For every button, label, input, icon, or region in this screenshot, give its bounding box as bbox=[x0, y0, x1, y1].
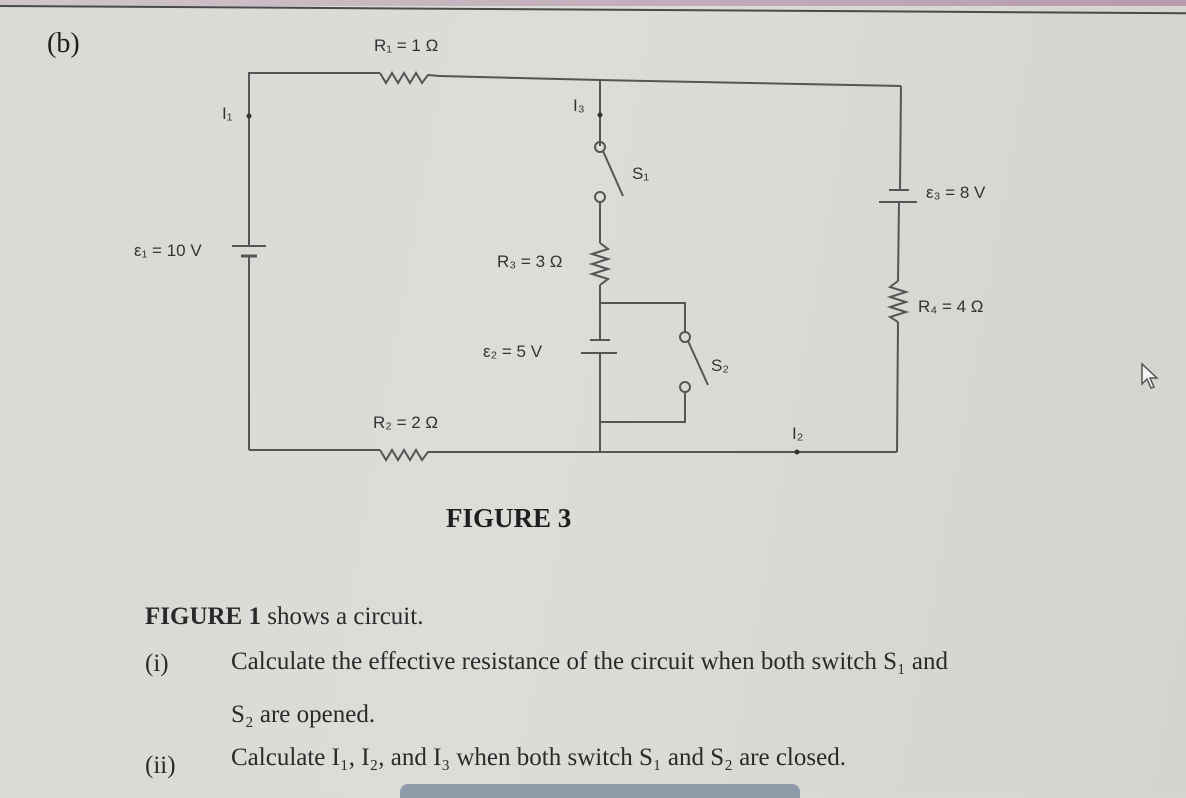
i2-label: I₂ bbox=[792, 424, 804, 443]
screen-top-edge bbox=[0, 0, 1186, 6]
s1-label: S₁ bbox=[632, 164, 650, 183]
r2-label: R₂ = 2 Ω bbox=[373, 413, 439, 432]
figure-caption: FIGURE 3 bbox=[446, 503, 572, 533]
r1-resistor-wire bbox=[248, 71, 902, 87]
figure-ref: FIGURE 1 bbox=[145, 603, 261, 630]
bottom-overlay-bar bbox=[400, 784, 800, 798]
s2-label: S₂ bbox=[711, 356, 729, 375]
e1-battery-branch bbox=[232, 73, 266, 450]
question-i-line2: S₂ are opened. bbox=[231, 701, 376, 728]
circuit-diagram bbox=[232, 71, 917, 462]
part-label: (b) bbox=[47, 28, 80, 59]
question-ii-line1: Calculate I₁, I₂, and I₃ when both switc… bbox=[231, 744, 846, 771]
r1-label: R₁ = 1 Ω bbox=[374, 36, 439, 55]
e2-label: ε₂ = 5 V bbox=[483, 342, 543, 361]
e3-label: ε₃ = 8 V bbox=[926, 183, 986, 202]
middle-branch bbox=[581, 80, 709, 452]
question-ii-number: (ii) bbox=[145, 752, 176, 779]
s1-switch-blade bbox=[602, 150, 624, 197]
question-i-line1: Calculate the effective resistance of th… bbox=[231, 648, 949, 675]
i1-arrow-icon bbox=[246, 113, 252, 119]
i2-arrow-icon bbox=[794, 449, 800, 455]
e1-label: ε₁ = 10 V bbox=[134, 241, 202, 260]
question-intro: FIGURE 1 shows a circuit. bbox=[145, 603, 423, 631]
i3-arrow-icon bbox=[597, 112, 603, 118]
mouse-pointer-icon bbox=[1141, 362, 1159, 389]
r4-label: R₄ = 4 Ω bbox=[918, 297, 984, 316]
e3-r4-branch bbox=[879, 85, 917, 453]
s2-switch-blade bbox=[687, 340, 709, 386]
r3-label: R₃ = 3 Ω bbox=[497, 252, 563, 271]
i1-label: I₁ bbox=[222, 104, 233, 123]
r2-resistor-wire bbox=[249, 448, 897, 462]
question-i-number: (i) bbox=[145, 650, 169, 677]
intro-text: shows a circuit. bbox=[260, 603, 424, 630]
i3-label: I₃ bbox=[573, 96, 585, 115]
